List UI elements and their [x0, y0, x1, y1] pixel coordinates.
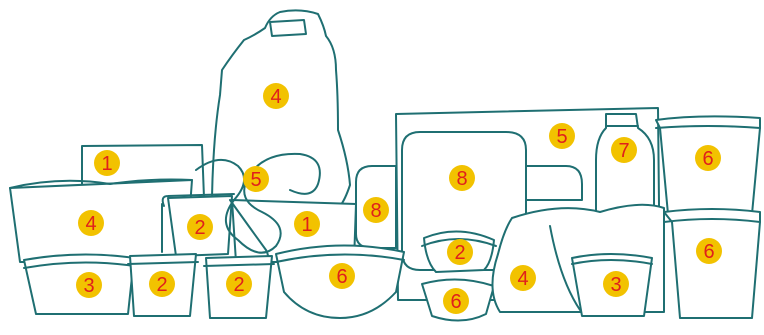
svg-text:2: 2 [233, 274, 244, 296]
badge-bottle: 7 [611, 137, 637, 163]
svg-text:7: 7 [618, 140, 629, 162]
badge-jar-small: 2 [447, 239, 473, 265]
svg-text:2: 2 [194, 217, 205, 239]
svg-text:4: 4 [270, 86, 281, 108]
svg-text:6: 6 [450, 291, 461, 313]
badge-cup-back-center: 2 [187, 214, 213, 240]
svg-text:6: 6 [702, 148, 713, 170]
badge-box-left: 4 [78, 210, 104, 236]
svg-text:1: 1 [101, 153, 112, 175]
svg-text:8: 8 [370, 200, 381, 222]
badge-crate-tall: 8 [363, 197, 389, 223]
large-bag-outline [212, 10, 350, 206]
svg-text:8: 8 [456, 168, 467, 190]
svg-text:5: 5 [250, 169, 261, 191]
badge-bowl-small: 6 [443, 288, 469, 314]
svg-text:1: 1 [301, 214, 312, 236]
badge-rope-tangle: 5 [243, 166, 269, 192]
svg-text:2: 2 [156, 274, 167, 296]
badge-cup-front-2: 2 [226, 271, 252, 297]
svg-text:6: 6 [336, 266, 347, 288]
badge-cup-front-1: 2 [149, 271, 175, 297]
svg-text:3: 3 [610, 274, 621, 296]
square-crate-lid [526, 166, 582, 200]
badge-bag-large: 4 [263, 83, 289, 109]
badge-tray-center: 1 [294, 211, 320, 237]
svg-text:4: 4 [517, 268, 528, 290]
svg-text:2: 2 [454, 242, 465, 264]
svg-text:6: 6 [703, 241, 714, 263]
badge-bowl-center: 6 [329, 263, 355, 289]
badge-tray-wide-back: 5 [549, 123, 575, 149]
badge-bucket-top-right: 6 [695, 145, 721, 171]
badge-tray-left-back: 1 [94, 150, 120, 176]
badge-pot-front: 3 [603, 271, 629, 297]
svg-text:3: 3 [83, 275, 94, 297]
badge-crate-square: 8 [449, 165, 475, 191]
badge-bucket-bottom-right: 6 [696, 238, 722, 264]
badge-cushion: 4 [510, 265, 536, 291]
svg-text:5: 5 [556, 126, 567, 148]
bag-handle-hole [270, 20, 306, 36]
svg-text:4: 4 [85, 213, 96, 235]
badge-tub-left: 3 [76, 272, 102, 298]
